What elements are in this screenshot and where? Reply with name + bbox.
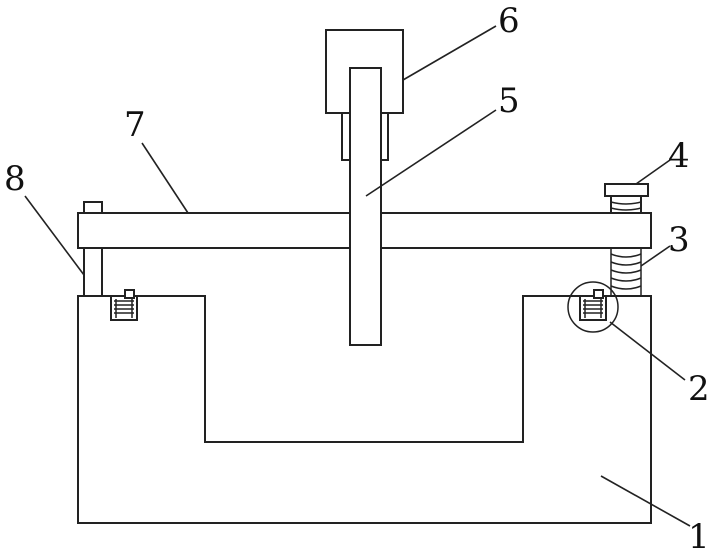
left-sensor-unit bbox=[111, 290, 137, 320]
label-2: 2 bbox=[688, 369, 710, 409]
leader-line-4 bbox=[636, 160, 670, 184]
label-5: 5 bbox=[498, 81, 520, 121]
leader-line-7 bbox=[142, 143, 188, 213]
spring bbox=[611, 248, 641, 296]
label-4: 4 bbox=[668, 136, 690, 176]
screw-cap bbox=[605, 184, 648, 196]
label-1: 1 bbox=[688, 517, 710, 554]
leader-line-8 bbox=[25, 196, 84, 275]
vertical-blade bbox=[350, 68, 381, 345]
label-7: 7 bbox=[124, 105, 146, 145]
label-8: 8 bbox=[4, 159, 26, 199]
right-sensor-unit bbox=[580, 290, 606, 320]
label-3: 3 bbox=[668, 220, 690, 260]
leader-line-6 bbox=[403, 26, 496, 80]
label-6: 6 bbox=[498, 1, 520, 41]
screw-thread-upper bbox=[611, 196, 641, 214]
